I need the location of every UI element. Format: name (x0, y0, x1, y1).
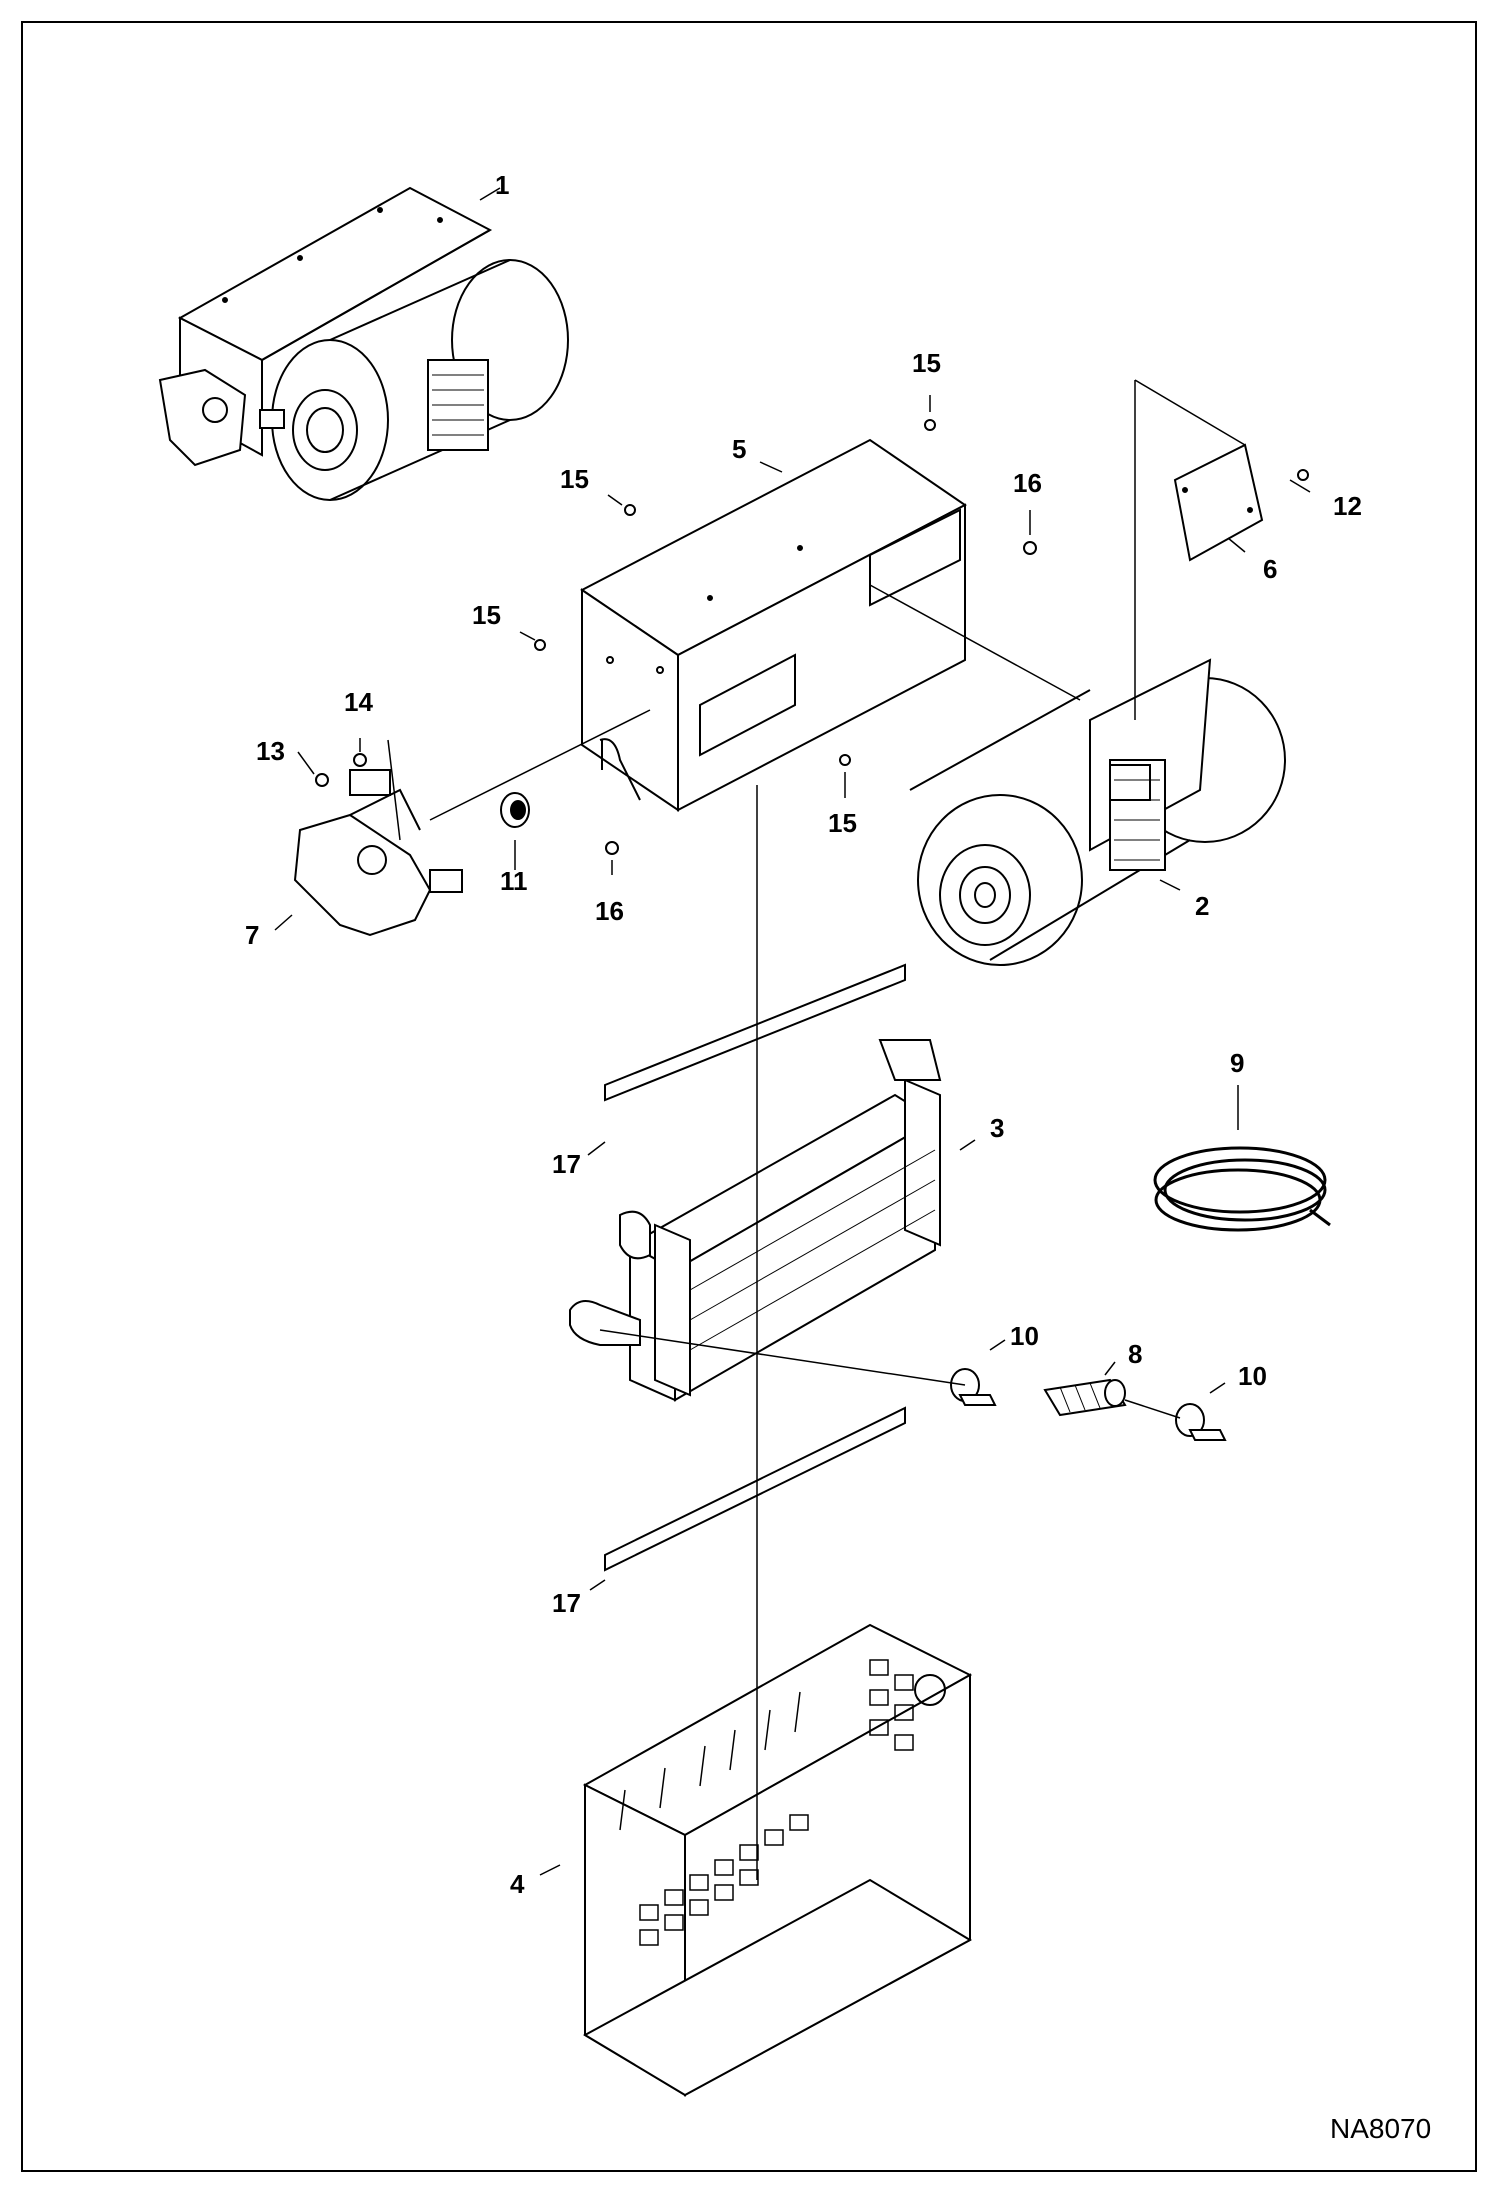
callout-6: 6 (1263, 554, 1277, 584)
nut-part-13 (316, 774, 328, 786)
callout-14: 14 (344, 687, 373, 717)
callout-15d: 15 (828, 808, 857, 838)
washer-part-14 (354, 754, 366, 766)
twin-blower-part-2 (910, 660, 1285, 965)
heater-core-part-3 (570, 1040, 940, 1400)
assembly-lines (388, 380, 1245, 1880)
callout-16a: 16 (1013, 468, 1042, 498)
cover-plate-part-6 (1175, 445, 1262, 560)
clamp-part-10-right (1176, 1404, 1225, 1440)
callout-1: 1 (495, 170, 509, 200)
callout-15b: 15 (560, 464, 589, 494)
callout-9: 9 (1230, 1048, 1244, 1078)
callout-10b: 10 (1238, 1361, 1267, 1391)
grommet-part-11 (501, 793, 529, 827)
bottom-tray-part-4 (585, 1625, 970, 2095)
hose-coil-part-9 (1155, 1148, 1330, 1230)
page-border (21, 21, 1477, 2172)
callout-2: 2 (1195, 891, 1209, 921)
callout-16b: 16 (595, 896, 624, 926)
screws-15-16-12 (535, 420, 1308, 854)
blower-assembly-part-1 (160, 188, 568, 500)
callout-13: 13 (256, 736, 285, 766)
callout-5: 5 (732, 434, 746, 464)
callout-4: 4 (510, 1869, 525, 1899)
leader-lines (275, 188, 1310, 1875)
seal-strip-part-17-upper (605, 965, 905, 1100)
drawing-id: NA8070 (1330, 2113, 1431, 2144)
water-valve-part-7 (295, 770, 462, 935)
callout-11: 11 (500, 866, 528, 896)
heater-box-part-5 (582, 440, 965, 810)
callout-3: 3 (990, 1113, 1004, 1143)
clamp-part-10-left (951, 1369, 995, 1405)
callouts: 1 15 5 15 16 12 6 15 14 13 11 16 15 7 2 … (245, 170, 1362, 1899)
callout-7: 7 (245, 920, 259, 950)
callout-8: 8 (1128, 1339, 1142, 1369)
callout-15a: 15 (912, 348, 941, 378)
callout-15c: 15 (472, 600, 501, 630)
callout-17a: 17 (552, 1149, 581, 1179)
callout-10a: 10 (1010, 1321, 1039, 1351)
callout-17b: 17 (552, 1588, 581, 1618)
callout-12: 12 (1333, 491, 1362, 521)
seal-strip-part-17-lower (605, 1408, 905, 1570)
hose-part-8 (1045, 1380, 1125, 1415)
